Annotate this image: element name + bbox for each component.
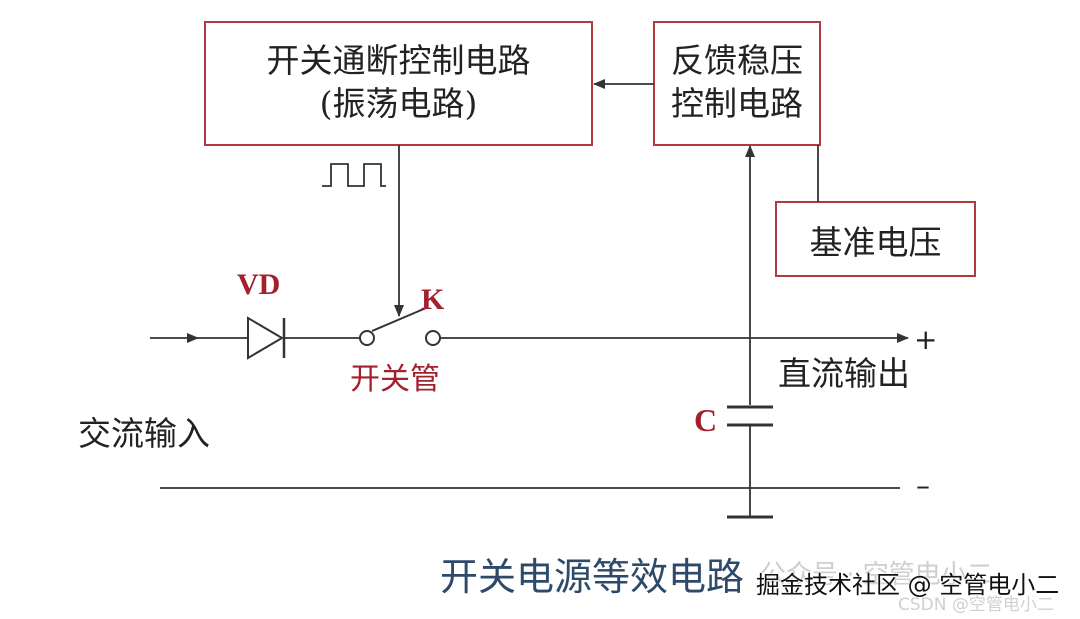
diode-symbol — [247, 316, 284, 360]
capacitor-label: C — [694, 402, 718, 438]
switch-control-subtitle: (振荡电路) — [319, 83, 478, 123]
switch-blade — [371, 307, 427, 332]
feedback-title-line1: 反馈稳压 — [671, 41, 803, 80]
switch-label: K — [421, 283, 445, 316]
juejin-watermark: 掘金技术社区 @ 空管电小二 — [756, 571, 1060, 599]
ac-input-label: 交流输入 — [78, 414, 210, 453]
reference-box — [775, 201, 976, 277]
pulse-waveform-icon — [322, 163, 386, 187]
switch-control-title: 开关通断控制电路 — [266, 41, 531, 80]
plus-terminal-label: + — [914, 323, 938, 356]
csdn-watermark: CSDN @空管电小二 — [898, 595, 1054, 615]
diode-label: VD — [237, 268, 281, 301]
switch-tube-label: 开关管 — [350, 363, 440, 396]
switch-terminal-left — [359, 330, 375, 346]
reference-voltage-label: 基准电压 — [809, 223, 942, 262]
switch-terminal-right — [425, 330, 441, 346]
dc-output-label: 直流输出 — [778, 354, 910, 393]
diagram-caption: 开关电源等效电路 — [440, 555, 745, 599]
minus-terminal-label: – — [916, 469, 930, 502]
feedback-title-line2: 控制电路 — [671, 83, 803, 123]
wechat-watermark: 公众号 · 空管电小二 — [760, 560, 993, 590]
reference-box-text: 基准电压 — [776, 222, 975, 265]
feedback-box-text: 反馈稳压 控制电路 — [654, 40, 820, 126]
switch-control-box-text: 开关通断控制电路 (振荡电路) — [205, 40, 592, 126]
